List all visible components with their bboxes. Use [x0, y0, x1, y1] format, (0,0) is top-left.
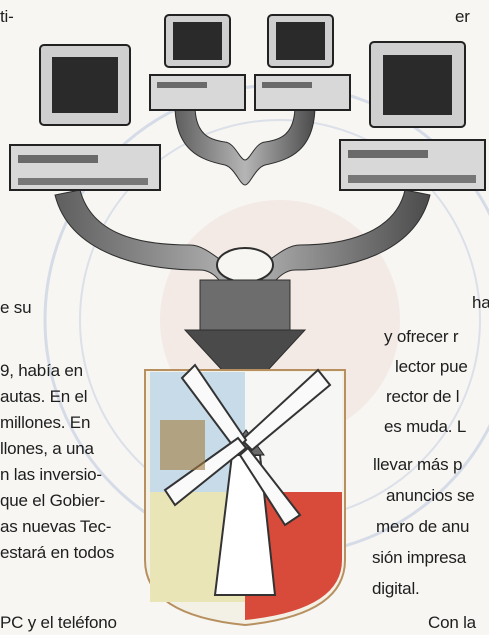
computer-icon [149, 14, 246, 111]
right-line: mero de anu [376, 517, 470, 536]
left-line: millones. En [0, 413, 91, 432]
right-line: lector pue [395, 357, 468, 376]
right-line: rector de l [386, 387, 460, 406]
left-line: n las inversio- [0, 465, 102, 484]
right-line: es muda. L [384, 417, 467, 436]
left-line: e su [0, 298, 32, 317]
left-line: as nuevas Tec- [0, 517, 112, 536]
left-line: estará en todos [0, 543, 115, 562]
right-line: ha [472, 293, 489, 312]
top-right-fragment: er [455, 7, 470, 26]
computer-icon [339, 41, 486, 191]
left-line: que el Gobier- [0, 491, 105, 510]
top-left-fragment: ti- [0, 7, 14, 26]
right-line: y ofrecer r [384, 327, 459, 346]
right-line: llevar más p [373, 455, 463, 474]
left-line: 9, había en [0, 361, 83, 380]
right-line: anuncios se [386, 486, 475, 505]
right-line: digital. [372, 579, 420, 598]
left-line: llones, a una [0, 439, 94, 458]
left-line: autas. En el [0, 387, 88, 406]
network-pipes-icon [54, 104, 431, 396]
right-line: sión impresa [372, 548, 466, 567]
computer-icon [254, 14, 351, 111]
left-line: PC y el teléfono [0, 613, 117, 632]
computer-icon [9, 44, 161, 191]
right-line: Con la [428, 613, 476, 632]
